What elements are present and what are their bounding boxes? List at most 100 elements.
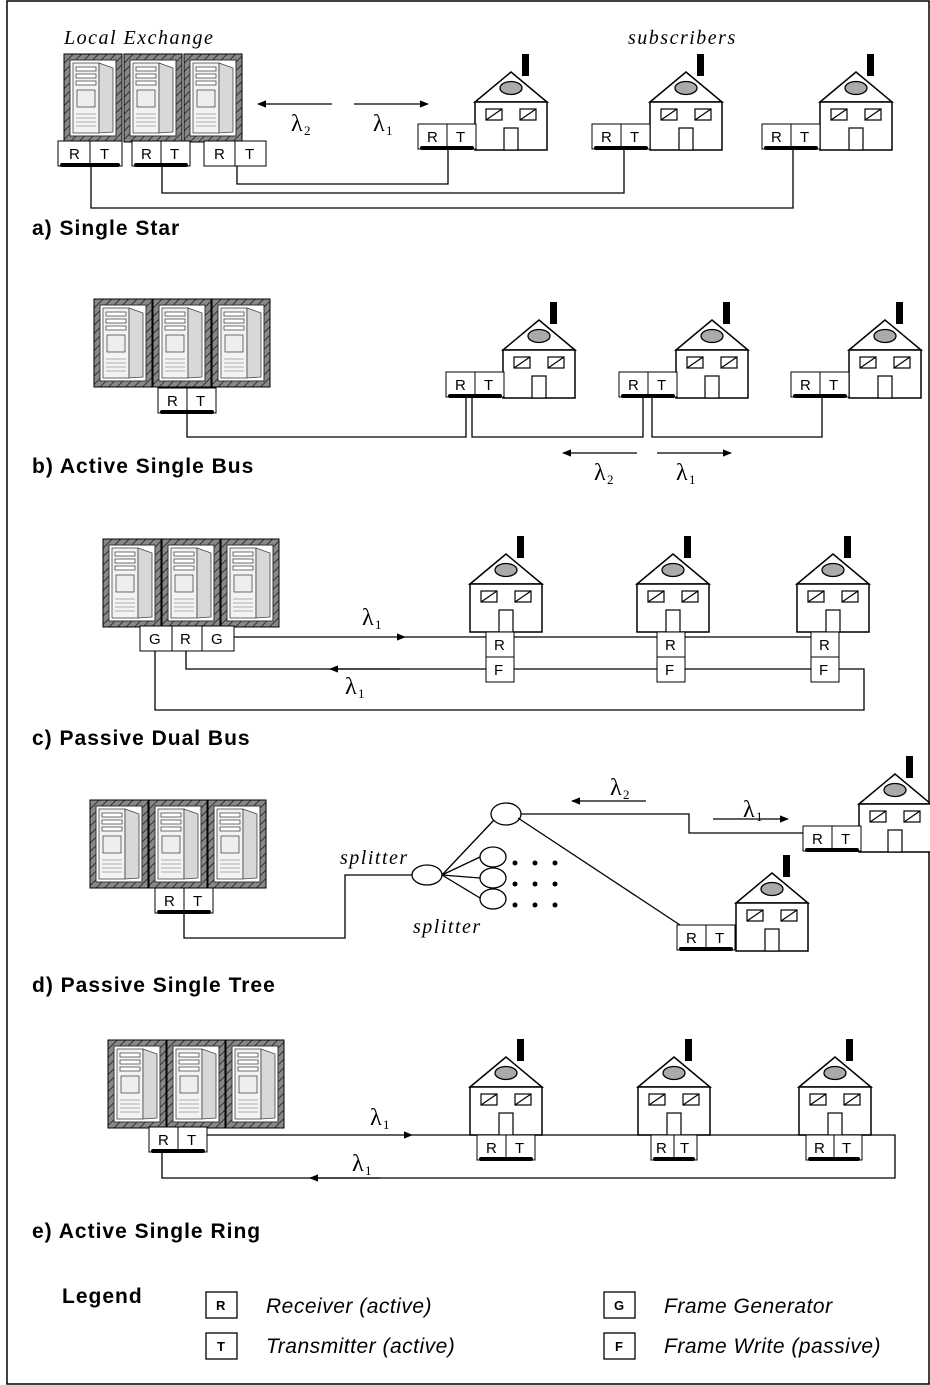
- legend: Legend R Receiver (active) T Transmitter…: [62, 1285, 881, 1359]
- svg-text:Frame Write (passive): Frame Write (passive): [664, 1335, 881, 1358]
- svg-text:R: R: [167, 393, 178, 410]
- svg-text:G: G: [211, 631, 223, 648]
- svg-text:F: F: [819, 662, 828, 679]
- splitter-primary: [412, 865, 442, 885]
- svg-text:R: R: [427, 129, 438, 146]
- svg-text:R: R: [158, 1132, 169, 1149]
- svg-text:λ: λ: [743, 797, 755, 823]
- legend-item-receiver: R Receiver (active): [206, 1292, 432, 1318]
- svg-text:T: T: [715, 930, 724, 947]
- svg-text:F: F: [665, 662, 674, 679]
- svg-text:T: T: [245, 146, 254, 163]
- svg-text:λ: λ: [345, 674, 357, 700]
- svg-text:T: T: [841, 831, 850, 848]
- svg-text:T: T: [680, 1140, 689, 1157]
- svg-text:1: 1: [689, 472, 696, 487]
- svg-text:λ: λ: [352, 1151, 364, 1177]
- svg-text:1: 1: [383, 1117, 390, 1132]
- svg-text:T: T: [193, 893, 202, 910]
- splitter-label-1: splitter: [340, 847, 409, 869]
- svg-text:λ: λ: [370, 1105, 382, 1131]
- svg-text:R: R: [800, 377, 811, 394]
- legend-item-transmitter: T Transmitter (active): [206, 1333, 455, 1359]
- svg-text:1: 1: [375, 617, 382, 632]
- section-title-d: d) Passive Single Tree: [32, 974, 276, 997]
- svg-text:R: R: [819, 637, 830, 654]
- svg-text:G: G: [614, 1298, 624, 1313]
- svg-text:F: F: [615, 1339, 623, 1354]
- svg-text:Receiver (active): Receiver (active): [266, 1295, 432, 1318]
- svg-text:T: T: [187, 1132, 196, 1149]
- section-title-a: a) Single Star: [32, 217, 180, 240]
- svg-text:λ: λ: [594, 460, 606, 486]
- svg-text:Transmitter (active): Transmitter (active): [266, 1335, 455, 1358]
- svg-text:T: T: [484, 377, 493, 394]
- splitter-top: [491, 803, 521, 825]
- svg-text:R: R: [601, 129, 612, 146]
- section-title-c: c) Passive Dual Bus: [32, 727, 251, 750]
- section-title-b: b) Active Single Bus: [32, 455, 254, 478]
- svg-text:T: T: [456, 129, 465, 146]
- svg-text:G: G: [149, 631, 161, 648]
- svg-text:R: R: [494, 637, 505, 654]
- svg-text:T: T: [100, 146, 109, 163]
- svg-text:R: R: [686, 930, 697, 947]
- svg-text:1: 1: [358, 686, 365, 701]
- subscriber-2: R F: [637, 536, 709, 682]
- svg-text:R: R: [812, 831, 823, 848]
- svg-text:λ: λ: [610, 775, 622, 801]
- subscriber-1: R F: [470, 536, 542, 682]
- ellipsis-dots: [513, 861, 558, 908]
- svg-text:T: T: [829, 377, 838, 394]
- svg-text:λ: λ: [362, 605, 374, 631]
- svg-text:R: R: [216, 1298, 226, 1313]
- svg-text:T: T: [196, 393, 205, 410]
- legend-item-frame-write: F Frame Write (passive): [604, 1333, 881, 1359]
- svg-text:T: T: [842, 1140, 851, 1157]
- svg-text:T: T: [657, 377, 666, 394]
- svg-text:R: R: [665, 637, 676, 654]
- svg-text:R: R: [180, 631, 191, 648]
- section-title-e: e) Active Single Ring: [32, 1220, 261, 1243]
- svg-text:R: R: [814, 1140, 825, 1157]
- svg-text:2: 2: [623, 787, 630, 802]
- svg-text:1: 1: [365, 1163, 372, 1178]
- svg-text:R: R: [141, 146, 152, 163]
- svg-text:λ: λ: [373, 111, 385, 137]
- subscribers-label: subscribers: [628, 27, 737, 49]
- svg-text:T: T: [800, 129, 809, 146]
- splitter-label-2: splitter: [413, 916, 482, 938]
- svg-text:T: T: [630, 129, 639, 146]
- legend-title: Legend: [62, 1285, 143, 1308]
- svg-text:T: T: [217, 1339, 225, 1354]
- svg-text:R: R: [69, 146, 80, 163]
- svg-text:R: R: [771, 129, 782, 146]
- svg-text:R: R: [656, 1140, 667, 1157]
- svg-text:Frame Generator: Frame Generator: [664, 1295, 833, 1318]
- svg-text:1: 1: [386, 123, 393, 138]
- svg-text:λ: λ: [676, 460, 688, 486]
- svg-text:R: R: [486, 1140, 497, 1157]
- svg-text:2: 2: [607, 472, 614, 487]
